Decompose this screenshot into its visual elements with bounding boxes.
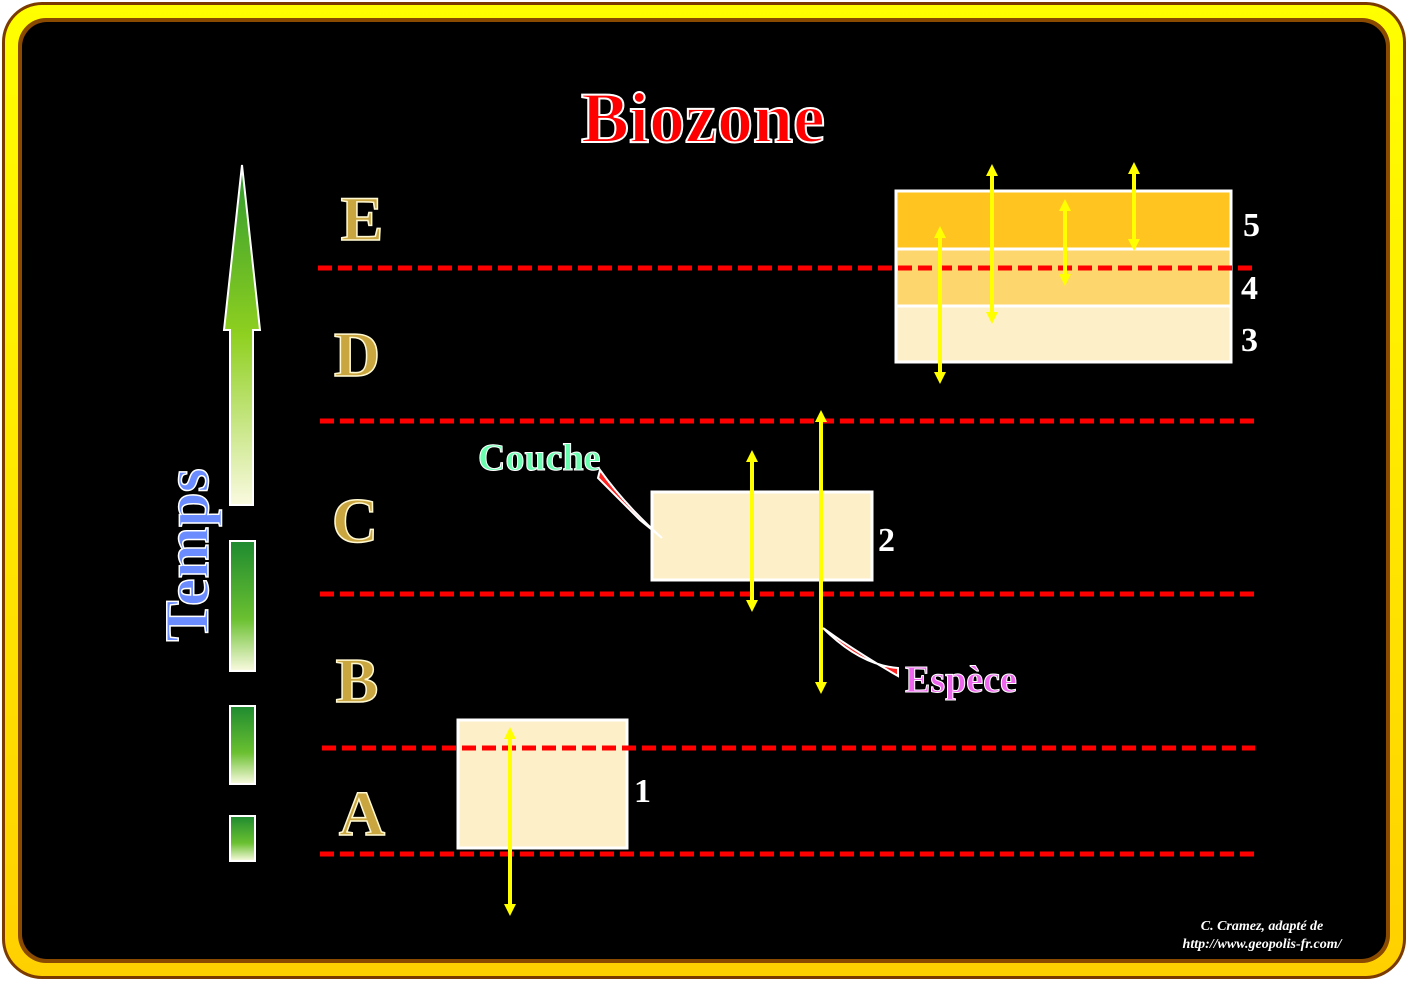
layer-number-1: 1 bbox=[634, 773, 651, 810]
layer-number-3: 3 bbox=[1241, 322, 1258, 359]
zone-label-d: D bbox=[334, 319, 380, 390]
couche-label: Couche bbox=[478, 437, 600, 479]
zone-label-e: E bbox=[341, 183, 384, 254]
time-segment bbox=[229, 540, 256, 672]
time-arrow bbox=[222, 164, 262, 506]
layer-number-4: 4 bbox=[1241, 270, 1258, 307]
layer-number-2: 2 bbox=[878, 522, 895, 559]
layer-number-5: 5 bbox=[1243, 207, 1260, 244]
time-label: Temps bbox=[154, 468, 222, 641]
zone-label-a: A bbox=[339, 778, 385, 849]
layer-4 bbox=[894, 247, 1233, 308]
zone-label-c: C bbox=[332, 485, 378, 556]
espece-label: Espèce bbox=[905, 659, 1017, 701]
espece-pointer bbox=[822, 627, 899, 678]
time-segment bbox=[229, 705, 256, 785]
page-title: Biozone bbox=[581, 78, 825, 158]
layer-2 bbox=[650, 490, 874, 582]
credit-line-2: http://www.geopolis-fr.com/ bbox=[1183, 937, 1343, 952]
layer-3 bbox=[894, 304, 1233, 364]
time-segment bbox=[229, 815, 256, 862]
couche-pointer bbox=[596, 467, 663, 539]
zone-label-b: B bbox=[336, 645, 379, 716]
layer-1 bbox=[456, 718, 629, 850]
credit-line-1: C. Cramez, adapté de bbox=[1201, 919, 1324, 934]
